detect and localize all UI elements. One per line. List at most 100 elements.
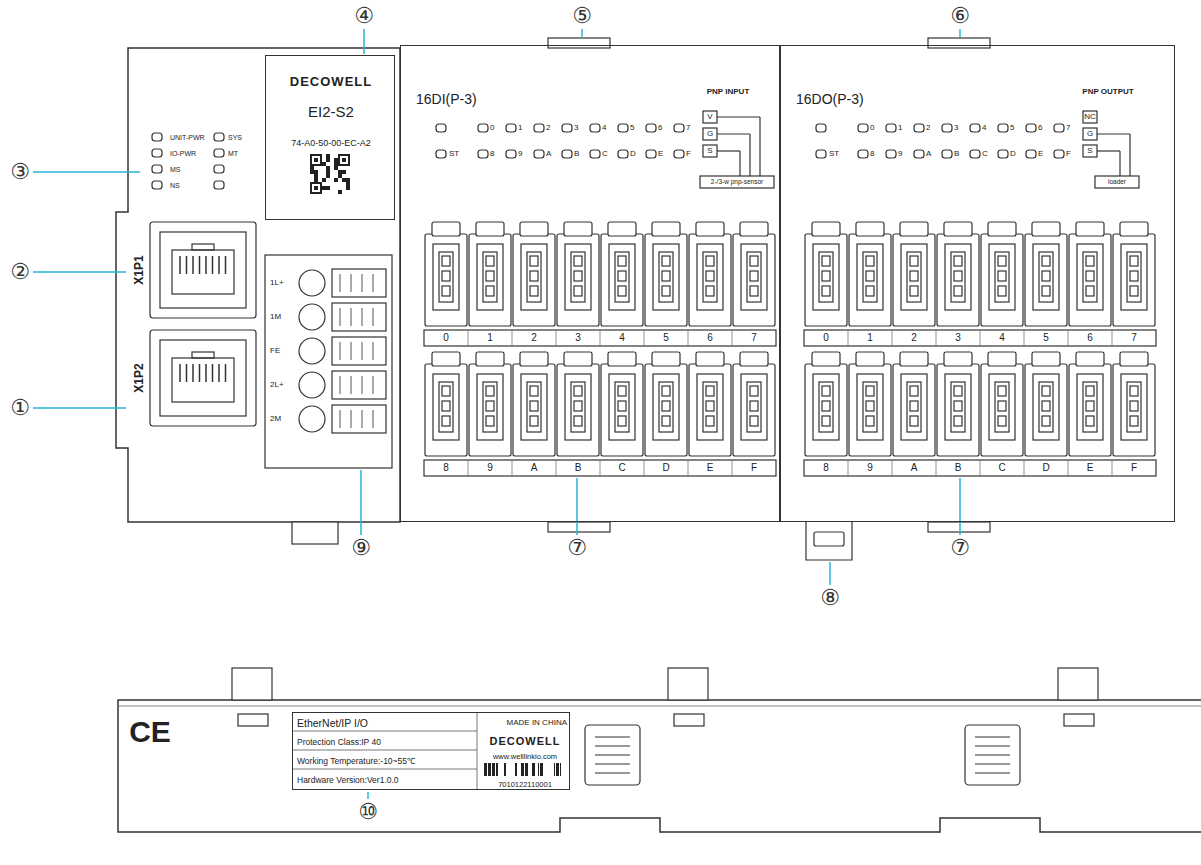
callout-number: ⑦ — [567, 537, 587, 559]
device-label: DECOWELLEI2-S274-A0-50-00-EC-A2 — [265, 55, 395, 220]
connector-socket — [1039, 382, 1053, 432]
led-label: ST — [449, 150, 459, 158]
connector-pin — [486, 416, 494, 426]
connector-body — [469, 364, 511, 456]
head-housing — [116, 48, 400, 522]
barcode-bar — [492, 763, 495, 776]
connector-frame — [433, 244, 459, 310]
channel-led — [618, 124, 628, 132]
channel-led — [674, 150, 684, 158]
channel-number: 3 — [955, 333, 961, 343]
channel-number: 0 — [823, 333, 829, 343]
connector-pin — [866, 271, 874, 281]
node-text: 16DI(P-3) — [416, 92, 477, 106]
led-label: 4 — [602, 124, 606, 132]
node-text: Hardware Version:Ver1.0.0 — [297, 776, 399, 785]
connector-socket — [527, 382, 541, 432]
channel-number: E — [707, 463, 714, 473]
qr-cell — [342, 178, 346, 182]
channel-number: D — [1042, 463, 1049, 473]
led-label: 0 — [870, 124, 874, 132]
connector-socket — [995, 382, 1009, 432]
latch-grille — [965, 725, 1020, 785]
callout-number: ⑩ — [358, 801, 378, 823]
barcode-bar — [540, 763, 543, 776]
channel-led — [478, 150, 488, 158]
wiring-title: PNP OUTPUT — [1082, 88, 1133, 96]
connector-body — [513, 364, 555, 456]
strip-divider — [936, 460, 937, 476]
callout-number: ② — [10, 261, 30, 283]
wiring-title: PNP INPUT — [707, 88, 750, 96]
channel-number: 2 — [531, 333, 537, 343]
node-text: EI2-S2 — [308, 104, 354, 119]
qr-cell — [338, 170, 342, 174]
callout-number: ① — [10, 397, 30, 419]
connector-socket — [527, 252, 541, 302]
channel-number: B — [575, 463, 582, 473]
led-label: 9 — [518, 150, 522, 158]
led-label: D — [630, 150, 636, 158]
connector-socket — [571, 252, 585, 302]
connector-body — [1025, 364, 1067, 456]
connector-pin — [574, 286, 582, 296]
connector-frame — [1033, 374, 1059, 440]
terminal-rib — [351, 410, 352, 428]
head-clip — [292, 522, 338, 544]
terminal-slot — [332, 303, 386, 331]
channel-led — [942, 150, 952, 158]
terminal-release — [299, 406, 325, 432]
channel-number: 4 — [999, 333, 1005, 343]
top-clip — [928, 38, 990, 48]
pin-box — [703, 145, 717, 157]
wiring — [717, 150, 740, 151]
led-label: 6 — [658, 124, 662, 132]
din-clip — [806, 522, 852, 560]
connector-pin — [1130, 386, 1138, 396]
connector-latch — [1120, 352, 1148, 366]
connector-body — [513, 234, 555, 326]
connector-frame — [813, 244, 839, 310]
led-label: MS — [170, 166, 181, 173]
channel-led — [478, 124, 488, 132]
connector-pin — [910, 416, 918, 426]
qr-finder — [311, 155, 321, 165]
channel-led — [562, 124, 572, 132]
channel-number: 7 — [751, 333, 757, 343]
connector-pin — [954, 286, 962, 296]
connector-pin — [1042, 286, 1050, 296]
qr-cell — [314, 178, 318, 182]
callout-number: ⑤ — [572, 5, 592, 27]
channel-number: A — [531, 463, 538, 473]
led-label: 0 — [490, 124, 494, 132]
connector-pin — [618, 386, 626, 396]
strip-divider — [468, 330, 469, 346]
rj45-contact — [225, 364, 227, 382]
connector-pin — [750, 256, 758, 266]
connector-frame — [609, 244, 635, 310]
connector-pin — [1086, 386, 1094, 396]
rj45-frame — [160, 232, 246, 308]
connector-pin — [1086, 416, 1094, 426]
strip-divider — [600, 330, 601, 346]
channel-led — [534, 150, 544, 158]
channel-led — [534, 124, 544, 132]
channel-number: 3 — [575, 333, 581, 343]
connector-pin — [866, 256, 874, 266]
nameplate-rule — [477, 712, 478, 790]
terminal-rib — [362, 308, 363, 326]
strip-divider — [512, 330, 513, 346]
channel-led — [506, 124, 516, 132]
led-label: D — [1010, 150, 1016, 158]
strip-divider — [892, 460, 893, 476]
channel-number: F — [751, 463, 757, 473]
channel-led — [590, 150, 600, 158]
connector-latch — [740, 222, 768, 236]
connector-latch — [476, 222, 504, 236]
port-label: X1P1 — [133, 255, 145, 284]
callout-number: ⑨ — [351, 537, 371, 559]
connector-socket — [863, 382, 877, 432]
terminal-label: 1M — [270, 313, 281, 321]
channel-number: 1 — [867, 333, 873, 343]
barcode-bar — [504, 763, 506, 776]
